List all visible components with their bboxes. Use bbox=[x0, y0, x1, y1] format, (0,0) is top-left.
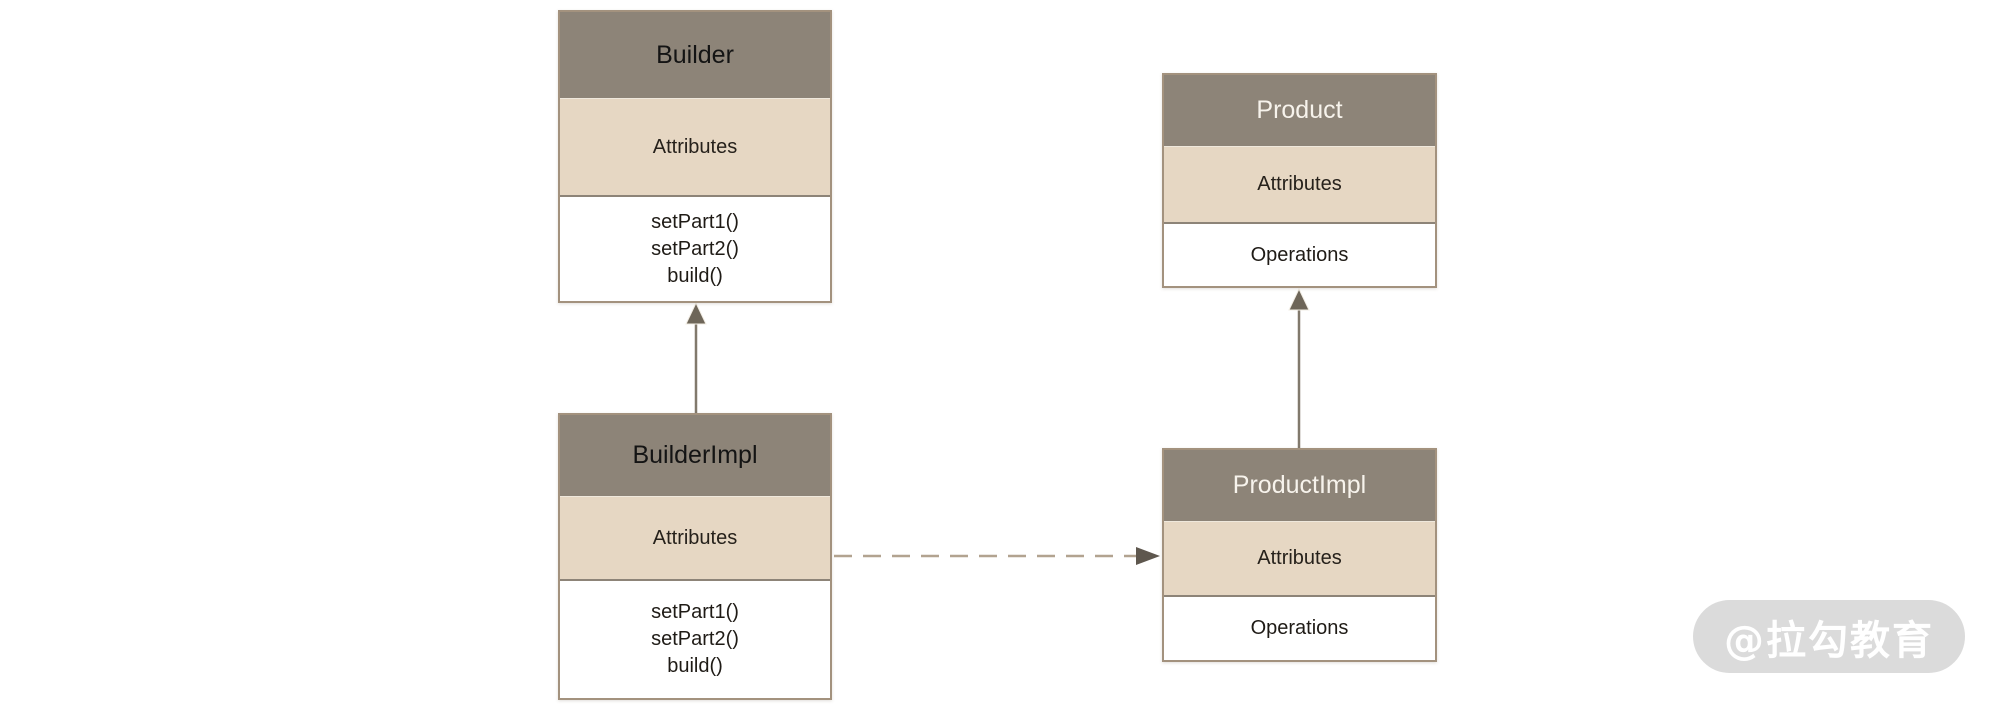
watermark-text: @拉勾教育 bbox=[1724, 617, 1934, 664]
operations-label: Operations bbox=[1250, 617, 1349, 639]
class-box-builderimpl: BuilderImpl Attributes setPart1() setPar… bbox=[558, 413, 832, 700]
operations-section-product: Operations bbox=[1164, 224, 1435, 286]
dependency-arrow-builderimpl-to-productimpl bbox=[834, 547, 1160, 565]
class-title-builder: Builder bbox=[560, 12, 830, 99]
method-label: setPart1() bbox=[651, 601, 739, 623]
attributes-section-productimpl: Attributes bbox=[1164, 522, 1435, 597]
operations-section-builder: setPart1() setPart2() build() bbox=[560, 197, 830, 301]
attributes-section-product: Attributes bbox=[1164, 147, 1435, 224]
class-title-builderimpl: BuilderImpl bbox=[560, 415, 830, 497]
method-label: setPart2() bbox=[651, 628, 739, 650]
attributes-section-builder: Attributes bbox=[560, 99, 830, 197]
method-label: build() bbox=[667, 264, 723, 287]
inheritance-arrow-productimpl-to-product bbox=[1288, 287, 1310, 448]
method-label: build() bbox=[667, 655, 723, 677]
watermark-badge: @拉勾教育 bbox=[1693, 600, 1965, 673]
operations-section-productimpl: Operations bbox=[1164, 597, 1435, 660]
class-box-product: Product Attributes Operations bbox=[1162, 73, 1437, 288]
attributes-section-builderimpl: Attributes bbox=[560, 497, 830, 581]
method-label: setPart2() bbox=[651, 237, 739, 260]
class-title-product: Product bbox=[1164, 75, 1435, 147]
class-title-productimpl: ProductImpl bbox=[1164, 450, 1435, 522]
class-box-builder: Builder Attributes setPart1() setPart2()… bbox=[558, 10, 832, 303]
inheritance-arrow-builderimpl-to-builder bbox=[685, 301, 707, 413]
method-label: setPart1() bbox=[651, 210, 739, 233]
operations-label: Operations bbox=[1250, 243, 1349, 266]
class-box-productimpl: ProductImpl Attributes Operations bbox=[1162, 448, 1437, 662]
operations-section-builderimpl: setPart1() setPart2() build() bbox=[560, 581, 830, 698]
